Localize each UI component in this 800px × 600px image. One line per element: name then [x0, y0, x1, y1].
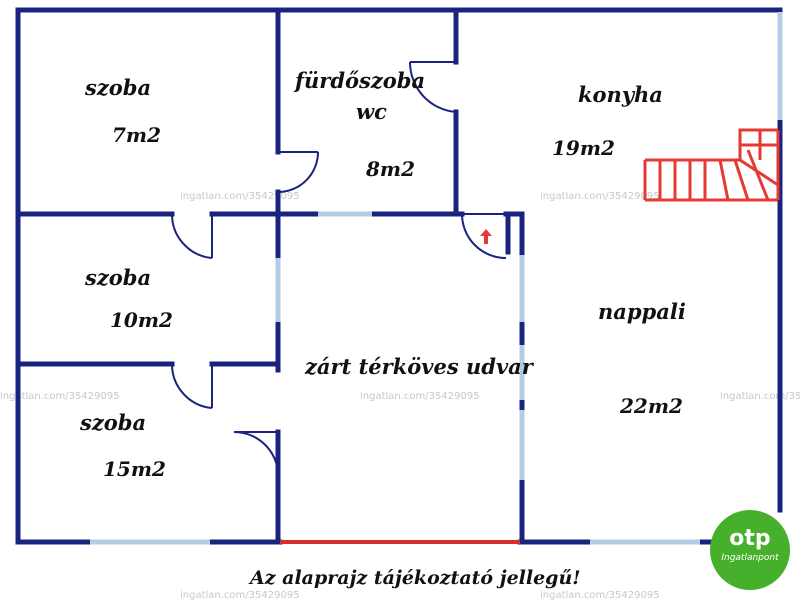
- door-swing: [277, 151, 319, 193]
- room-name: szoba: [84, 75, 151, 100]
- door-swing: [170, 363, 213, 409]
- entrance-arrow-icon: [480, 229, 492, 244]
- room-area: 15m2: [103, 457, 166, 481]
- otp-logo-icon: otp Ingatlanpont: [710, 510, 790, 590]
- watermark-text: ingatlan.com/35429095: [180, 590, 300, 600]
- watermarks: ingatlan.com/35429095 ingatlan.com/35429…: [0, 191, 800, 600]
- watermark-text: ingatlan.com/35429095: [0, 391, 120, 402]
- room-area: 10m2: [110, 308, 173, 332]
- room-area: 19m2: [552, 136, 615, 160]
- room-name: nappali: [598, 299, 686, 324]
- room-area: 7m2: [112, 123, 161, 147]
- staircase: [643, 128, 780, 202]
- watermark-text: ingatlan.com/35429095: [720, 391, 800, 402]
- door-swing: [170, 213, 213, 259]
- room-area: 8m2: [365, 157, 415, 181]
- room-labels: szoba 7m2 fürdőszoba wc 8m2 konyha 19m2 …: [79, 68, 686, 481]
- logo-brand: otp: [729, 526, 771, 551]
- room-name: zárt térköves udvar: [304, 354, 535, 379]
- room-name: konyha: [578, 82, 663, 107]
- doors: [170, 61, 507, 481]
- door-swing: [408, 61, 457, 113]
- watermark-text: ingatlan.com/35429095: [360, 391, 480, 402]
- logo-subtitle: Ingatlanpont: [721, 553, 779, 563]
- watermark-text: ingatlan.com/35429095: [180, 191, 300, 202]
- room-name: wc: [356, 99, 387, 124]
- watermark-text: ingatlan.com/35429095: [540, 191, 660, 202]
- room-name: szoba: [84, 265, 151, 290]
- room-name: fürdőszoba: [293, 68, 425, 93]
- windows: [90, 12, 783, 545]
- room-area: 22m2: [619, 394, 683, 418]
- disclaimer-note: Az alaprajz tájékoztató jellegű!: [248, 567, 581, 589]
- door-swing: [233, 430, 280, 481]
- door-swing: [461, 213, 507, 259]
- watermark-text: ingatlan.com/35429095: [540, 590, 660, 600]
- room-name: szoba: [79, 410, 146, 435]
